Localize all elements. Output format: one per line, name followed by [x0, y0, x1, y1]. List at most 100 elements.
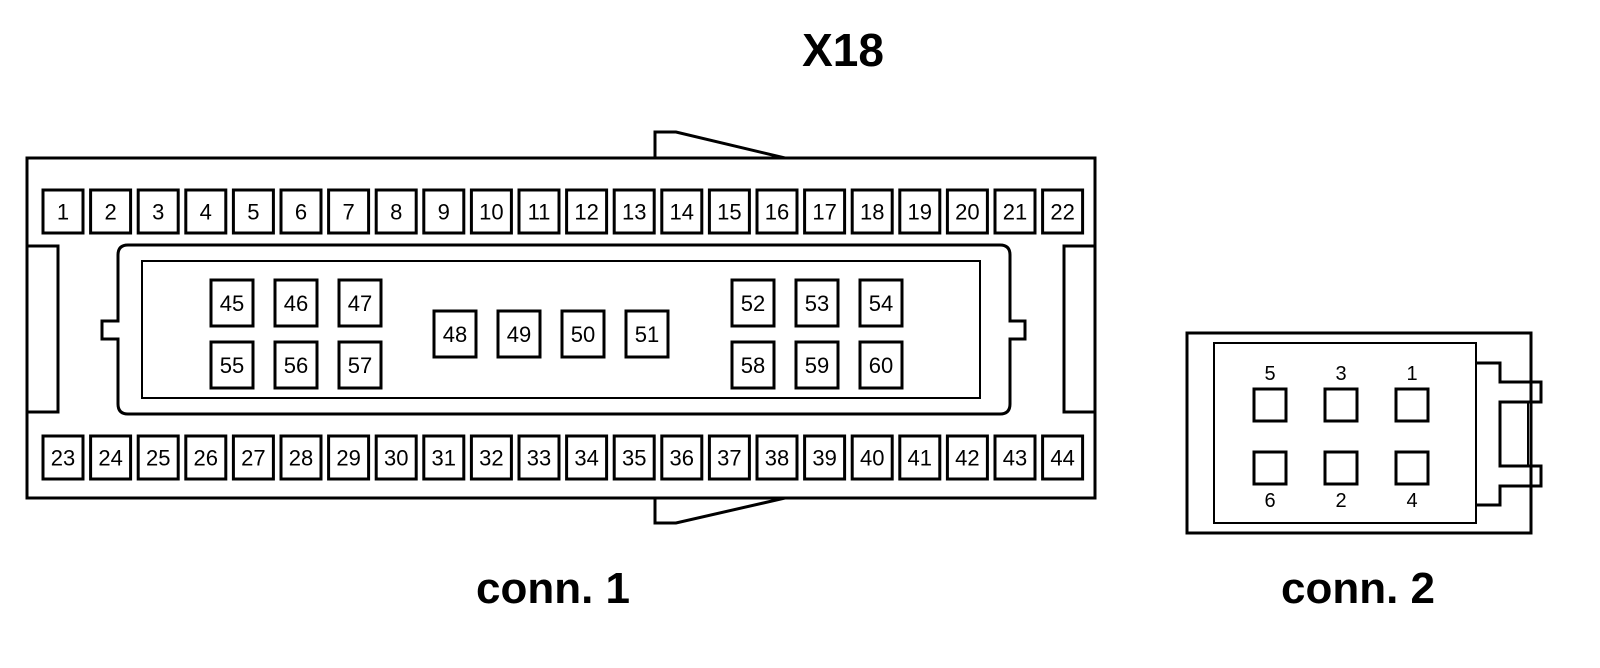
- pin: 43: [993, 434, 1037, 481]
- pin-label: 37: [717, 446, 741, 471]
- pin-box: [517, 188, 561, 235]
- pin-label: 52: [741, 291, 765, 316]
- pin-box: [850, 434, 894, 481]
- pin: 6: [279, 188, 323, 235]
- pin-box: [496, 309, 542, 359]
- pin-label: 34: [574, 446, 598, 471]
- connector-1-top-latch: [653, 130, 786, 160]
- pin-box: [273, 340, 319, 390]
- pin: 48: [432, 309, 478, 359]
- connector-2-caption: conn. 2: [1281, 564, 1435, 613]
- pin-label: 2: [104, 200, 116, 225]
- pin: [1252, 387, 1288, 423]
- pin-box: [624, 309, 670, 359]
- pin: 13: [612, 188, 656, 235]
- pin: 18: [850, 188, 894, 235]
- pin-label: 40: [860, 446, 884, 471]
- pin: 8: [374, 188, 418, 235]
- pin: 29: [327, 434, 371, 481]
- pin-box: [660, 188, 704, 235]
- pin-box: [1394, 387, 1430, 423]
- pin-box: [422, 188, 466, 235]
- pin: 22: [1041, 188, 1085, 235]
- pin: 28: [279, 434, 323, 481]
- pin-box: [432, 309, 478, 359]
- pin-box: [469, 188, 513, 235]
- pin-box: [327, 188, 371, 235]
- pin-label: 23: [51, 446, 75, 471]
- pin-box: [1252, 450, 1288, 486]
- pin: 19: [898, 188, 942, 235]
- pin-box: [231, 188, 275, 235]
- pin: 52: [730, 278, 776, 328]
- pin-label: 13: [622, 200, 646, 225]
- pin-label: 57: [348, 353, 372, 378]
- pin-box: [612, 188, 656, 235]
- pin-label: 3: [1335, 363, 1346, 385]
- pin-label: 44: [1050, 446, 1074, 471]
- pin-box: [327, 434, 371, 481]
- pin: 41: [898, 434, 942, 481]
- pin: 37: [707, 434, 751, 481]
- pin: 31: [422, 434, 466, 481]
- pin-box: [565, 188, 609, 235]
- pin: 59: [794, 340, 840, 390]
- pin: 21: [993, 188, 1037, 235]
- pin-label: 39: [812, 446, 836, 471]
- pin-label: 30: [384, 446, 408, 471]
- pin-label: 3: [152, 200, 164, 225]
- pin-label: 58: [741, 353, 765, 378]
- pin-label: 5: [247, 200, 259, 225]
- pin: 42: [945, 434, 989, 481]
- pin-label: 28: [289, 446, 313, 471]
- pin-label: 19: [908, 200, 932, 225]
- pin-label: 4: [1406, 490, 1417, 512]
- diagram-title: X18: [802, 24, 884, 76]
- pin: 47: [337, 278, 383, 328]
- pin: 1: [41, 188, 85, 235]
- pin-box: [337, 340, 383, 390]
- pin-label: 41: [908, 446, 932, 471]
- pin: 11: [517, 188, 561, 235]
- pin: 17: [803, 188, 847, 235]
- pin-box: [850, 188, 894, 235]
- pin: 35: [612, 434, 656, 481]
- pin: 40: [850, 434, 894, 481]
- pin: [1323, 387, 1359, 423]
- pin-box: [945, 188, 989, 235]
- pin: 2: [89, 188, 133, 235]
- pin-box: [231, 434, 275, 481]
- pin-label: 16: [765, 200, 789, 225]
- connector-1-left-guide: [25, 244, 60, 414]
- pin-box: [273, 278, 319, 328]
- connector-1-caption: conn. 1: [476, 564, 630, 613]
- pin-label: 27: [241, 446, 265, 471]
- pin-label: 46: [284, 291, 308, 316]
- pin-box: [136, 188, 180, 235]
- pin-box: [803, 434, 847, 481]
- pin: 55: [209, 340, 255, 390]
- pin-label: 24: [98, 446, 122, 471]
- pin: 39: [803, 434, 847, 481]
- pin-label: 38: [765, 446, 789, 471]
- pin-label: 20: [955, 200, 979, 225]
- pin-label: 36: [670, 446, 694, 471]
- pin: 33: [517, 434, 561, 481]
- pin-box: [209, 278, 255, 328]
- pin-box: [755, 434, 799, 481]
- pin-label: 7: [342, 200, 354, 225]
- pin-label: 49: [507, 322, 531, 347]
- pin-label: 45: [220, 291, 244, 316]
- connector-1-bottom-latch: [653, 496, 786, 525]
- pin-label: 29: [336, 446, 360, 471]
- pin: 15: [707, 188, 751, 235]
- pin-label: 31: [432, 446, 456, 471]
- pin-label: 56: [284, 353, 308, 378]
- pin-box: [517, 434, 561, 481]
- pin-label: 26: [194, 446, 218, 471]
- pin-label: 17: [812, 200, 836, 225]
- pin-label: 1: [57, 200, 69, 225]
- pin: 50: [560, 309, 606, 359]
- pin: 16: [755, 188, 799, 235]
